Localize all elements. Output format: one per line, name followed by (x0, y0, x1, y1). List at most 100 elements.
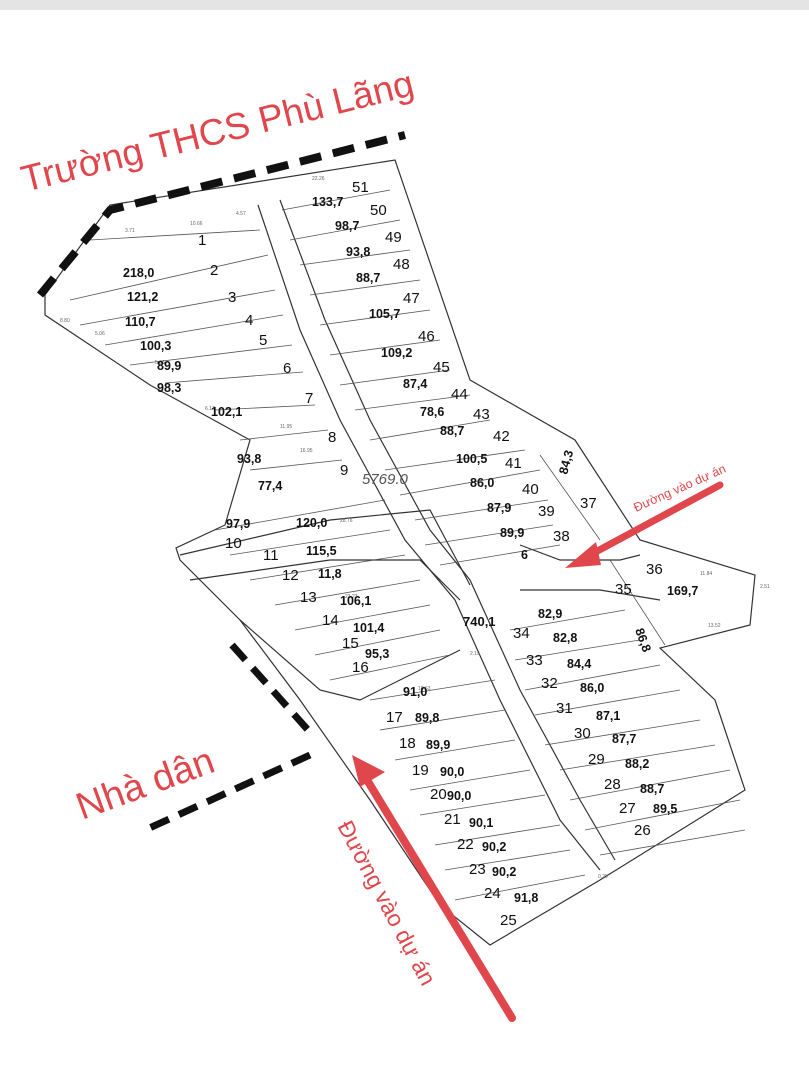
road-area-label: 740,1 (463, 614, 496, 629)
svg-text:5.06: 5.06 (155, 360, 165, 366)
plot-area: 98,3 (157, 381, 181, 395)
plot-number: 17 (386, 709, 403, 726)
plot-number: 31 (556, 700, 573, 717)
plot-number: 4 (245, 312, 253, 329)
plot-area: 87,1 (596, 709, 620, 723)
plot-number: 13 (300, 589, 317, 606)
plot-area: 82,9 (538, 607, 562, 621)
plot-area: 90,1 (469, 816, 493, 830)
plot-number: 29 (588, 751, 605, 768)
plot-area: 87,7 (612, 732, 636, 746)
plot-area: 84,4 (567, 657, 591, 671)
svg-text:13.52: 13.52 (708, 623, 721, 629)
plot-number: 36 (646, 561, 663, 578)
plot-number: 20 (430, 786, 447, 803)
plot-number: 33 (526, 652, 543, 669)
plot-area: 89,9 (500, 526, 524, 540)
plot-number: 26 (634, 822, 651, 839)
plot-area: 87,4 (403, 377, 427, 391)
plot-number: 30 (574, 725, 591, 742)
plot-area: 88,2 (625, 757, 649, 771)
plot-number: 40 (522, 481, 539, 498)
plot-number: 51 (352, 179, 369, 196)
plot-area: 11,8 (318, 567, 342, 581)
plot-number: 47 (403, 290, 420, 307)
plot-area: 86,0 (580, 681, 604, 695)
total-area-label: 5769.0 (362, 471, 409, 488)
plot-number: 35 (615, 581, 632, 598)
plot-area: 121,2 (127, 290, 158, 304)
plot-area: 78,6 (420, 405, 444, 419)
svg-text:5.06: 5.06 (95, 331, 105, 337)
school-boundary-dashed (36, 131, 406, 298)
plot-area: 90,2 (492, 865, 516, 879)
plot-area: 88,7 (440, 424, 464, 438)
plot-number: 1 (198, 232, 206, 249)
plot-number: 16 (352, 659, 369, 676)
plot-area: 93,8 (346, 245, 370, 259)
plot-number: 27 (619, 800, 636, 817)
svg-text:11.84: 11.84 (700, 571, 712, 577)
plot-number: 39 (538, 503, 555, 520)
main-access-arrow-icon (352, 755, 516, 1022)
svg-text:6.17: 6.17 (205, 406, 215, 412)
plot-area: 110,7 (125, 315, 156, 329)
plot-area: 100,3 (140, 339, 171, 353)
plot-area: 88,7 (640, 782, 664, 796)
plot-number: 42 (493, 428, 510, 445)
svg-text:16.95: 16.95 (300, 448, 313, 454)
svg-text:2.51: 2.51 (760, 584, 770, 590)
plot-number: 5 (259, 332, 267, 349)
plot-number: 49 (385, 229, 402, 246)
svg-text:3.71: 3.71 (125, 228, 135, 234)
svg-text:28.76: 28.76 (340, 518, 353, 524)
plot-area: 89,8 (415, 711, 439, 725)
svg-text:22.26: 22.26 (312, 176, 325, 182)
plot-area: 84,3 (556, 449, 576, 476)
plot-area: 89,9 (426, 738, 450, 752)
plot-area: 90,2 (482, 840, 506, 854)
plot-area: 89,5 (653, 802, 677, 816)
plot-area: 87,9 (487, 501, 511, 515)
svg-text:18.63: 18.63 (418, 686, 431, 692)
plot-area: 89,9 (157, 359, 181, 373)
plot-number: 34 (513, 625, 530, 642)
svg-text:11.95: 11.95 (280, 424, 292, 430)
plot-area: 218,0 (123, 266, 154, 280)
plot-number: 21 (444, 811, 461, 828)
plot-area: 86,0 (470, 476, 494, 490)
plot-number: 7 (305, 390, 313, 407)
plot-area: 98,7 (335, 219, 359, 233)
plot-number: 2 (210, 262, 218, 279)
plot-area: 109,2 (381, 346, 412, 360)
plot-area: 102,1 (211, 405, 242, 419)
plot-number: 6 (283, 360, 291, 377)
plot-area: 6 (521, 548, 528, 562)
lot-lines (69, 189, 746, 901)
plot-area: 77,4 (258, 479, 282, 493)
plot-area: 90,0 (440, 765, 464, 779)
plot-area: 88,7 (356, 271, 380, 285)
plot-area: 91,8 (514, 891, 538, 905)
plot-number: 43 (473, 406, 490, 423)
main-access-label: Đường vào dự án (333, 816, 442, 990)
plot-area: 105,7 (369, 307, 400, 321)
plot-number: 28 (604, 776, 621, 793)
plot-area: 169,7 (667, 584, 698, 598)
plot-number: 41 (505, 455, 522, 472)
plot-area: 91,0 (403, 685, 427, 699)
plot-number: 14 (322, 612, 339, 629)
plot-area: 82,8 (553, 631, 577, 645)
plot-number: 11 (263, 547, 279, 564)
top-strip (0, 0, 809, 10)
plot-number: 24 (484, 885, 501, 902)
houses-label: Nhà dân (71, 740, 220, 829)
plot-number: 15 (342, 635, 359, 652)
plot-number: 12 (282, 567, 299, 584)
plot-number: 8 (328, 429, 336, 446)
plot-number: 38 (553, 528, 570, 545)
plot-area: 120,0 (296, 516, 327, 530)
plot-area: 106,1 (340, 594, 371, 608)
